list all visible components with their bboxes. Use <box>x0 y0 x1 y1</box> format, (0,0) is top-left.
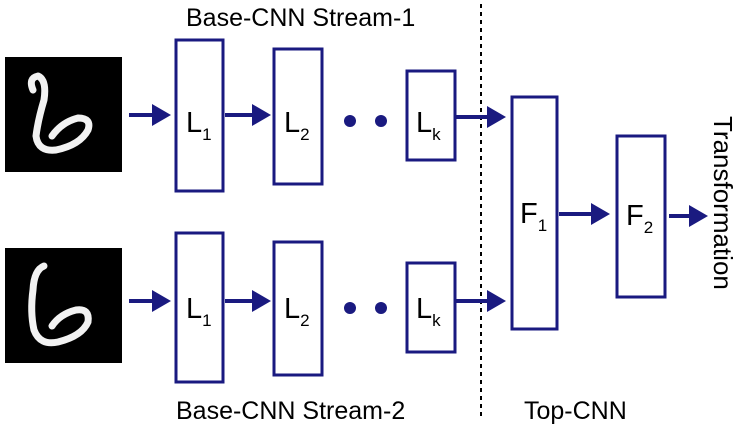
top-cnn-title: Top-CNN <box>524 397 627 425</box>
stream2-title: Base-CNN Stream-2 <box>176 397 405 425</box>
s1-layer-1-base: L <box>186 107 202 139</box>
s2-layer-2-base: L <box>284 293 300 325</box>
arrow-input1-l1 <box>129 104 171 126</box>
s1-layer-k-sub: k <box>432 125 441 144</box>
arrow-s2-lk-f1 <box>456 290 506 312</box>
top-layer-f2-sub: 2 <box>644 218 653 237</box>
svg-text:L2: L2 <box>284 107 310 144</box>
s2-layer-k: Lk <box>405 261 457 354</box>
top-layer-f2-base: F <box>626 200 644 232</box>
s2-layer-k-sub: k <box>432 311 441 330</box>
s1-layer-1: L1 <box>174 38 225 193</box>
s2-layer-1-base: L <box>186 293 202 325</box>
top-layer-f1-base: F <box>520 198 538 230</box>
top-layer-f2: F2 <box>615 134 667 299</box>
arrow-input2-l1 <box>129 290 171 312</box>
top-layer-f1-sub: 1 <box>538 216 547 235</box>
svg-text:Lk: Lk <box>416 293 441 330</box>
s2-layer-2-sub: 2 <box>300 311 309 330</box>
s2-layer-1: L1 <box>174 231 225 384</box>
input-image-2 <box>5 248 122 363</box>
s1-layer-2-sub: 2 <box>300 125 309 144</box>
svg-text:L1: L1 <box>186 107 212 144</box>
arrow-f1-f2 <box>559 203 610 225</box>
s1-layer-1-sub: 1 <box>202 125 211 144</box>
s2-layer-1-sub: 1 <box>202 311 211 330</box>
s1-ellipsis <box>344 115 387 127</box>
arrow-f2-output <box>669 205 708 227</box>
svg-text:L1: L1 <box>186 293 212 330</box>
svg-text:F1: F1 <box>520 198 547 235</box>
s2-layer-2: L2 <box>272 240 324 377</box>
s1-layer-k: Lk <box>405 69 457 162</box>
input-image-1 <box>5 57 122 172</box>
s1-layer-2-base: L <box>284 107 300 139</box>
svg-text:L2: L2 <box>284 293 310 330</box>
s2-ellipsis <box>344 302 387 314</box>
arrow-s2-l1-l2 <box>225 290 271 312</box>
top-layer-f1: F1 <box>510 95 559 331</box>
stream1-title: Base-CNN Stream-1 <box>186 4 415 32</box>
s1-layer-2: L2 <box>272 47 324 186</box>
s1-layer-k-base: L <box>416 107 432 139</box>
s2-layer-k-base: L <box>416 293 432 325</box>
arrow-s1-lk-f1 <box>456 106 506 128</box>
output-label: Transformation <box>708 116 738 290</box>
arrow-s1-l1-l2 <box>225 104 271 126</box>
svg-text:F2: F2 <box>626 200 653 237</box>
svg-text:Lk: Lk <box>416 107 441 144</box>
